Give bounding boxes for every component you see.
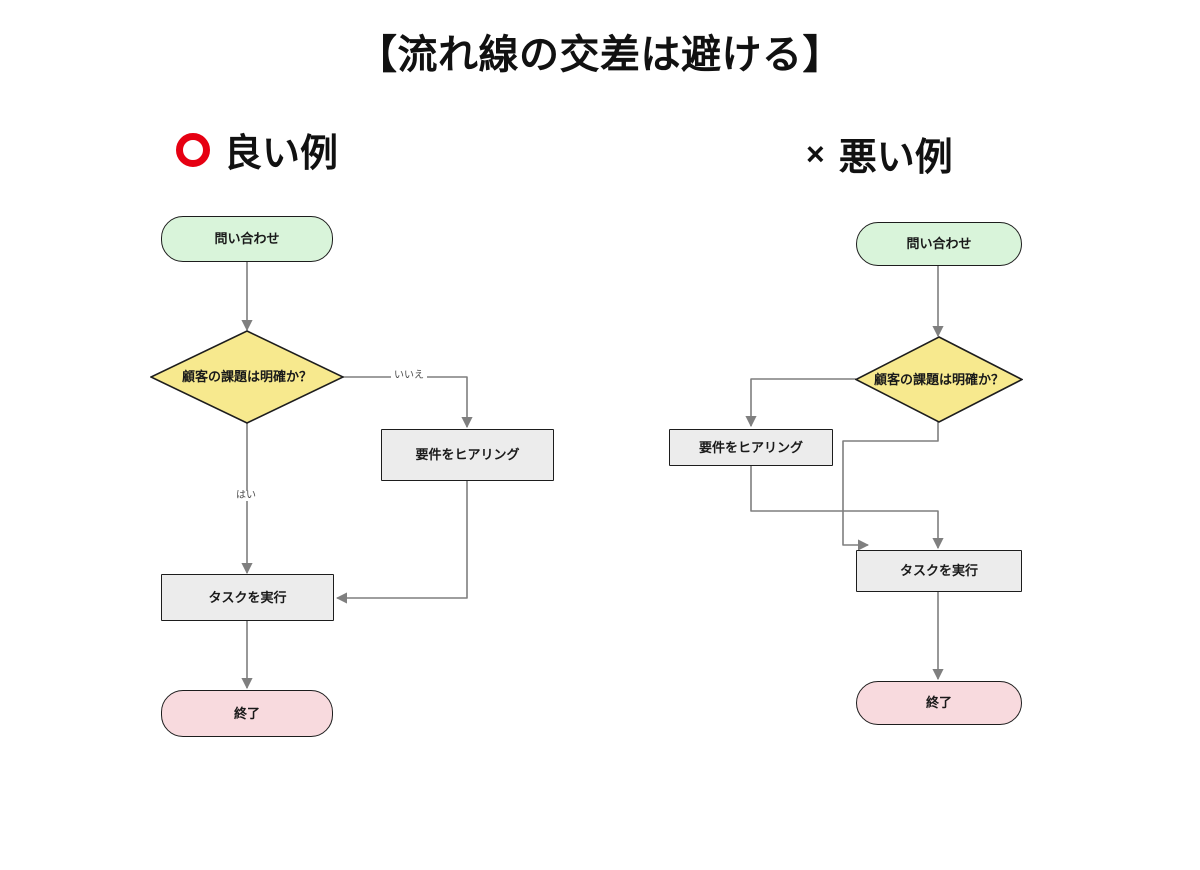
bad-example-heading: × 悪い例	[806, 126, 953, 181]
bad-node-end-label: 終了	[925, 695, 952, 711]
good-node-task[interactable]: タスクを実行	[161, 574, 334, 621]
good-edge-decision-no	[334, 376, 473, 429]
good-node-hearing[interactable]: 要件をヒアリング	[381, 429, 554, 481]
good-example-heading-label: 良い例	[224, 133, 339, 175]
bad-edge-decision-no	[745, 378, 856, 428]
good-node-decision[interactable]: 顧客の課題は明確か？	[150, 330, 344, 424]
bad-node-hearing-label: 要件をヒアリング	[698, 439, 803, 455]
bad-node-task-label: タスクを実行	[899, 563, 978, 579]
bad-node-task[interactable]: タスクを実行	[856, 550, 1022, 592]
diamond-shape-icon	[150, 330, 344, 424]
good-node-task-label: タスクを実行	[208, 589, 287, 605]
good-node-decision-label: 顧客の課題は明確か？	[181, 369, 312, 385]
good-node-end[interactable]: 終了	[161, 690, 333, 737]
bad-edge-hearing-to-task	[750, 466, 944, 550]
diamond-shape-icon	[855, 336, 1023, 423]
bad-edge-decision-yes	[842, 422, 939, 551]
page-title: 【流れ線の交差は避ける】	[357, 33, 843, 77]
bad-node-start-label: 問い合わせ	[906, 236, 972, 252]
cross-mark-icon: ×	[806, 135, 825, 172]
good-node-end-label: 終了	[233, 705, 260, 721]
bad-node-decision[interactable]: 顧客の課題は明確か？	[855, 336, 1023, 423]
circle-mark-icon	[176, 132, 210, 167]
bad-node-end[interactable]: 終了	[856, 681, 1022, 725]
bad-example-heading-label: 悪い例	[838, 137, 953, 179]
good-node-hearing-label: 要件をヒアリング	[415, 447, 520, 463]
good-node-start-label: 問い合わせ	[214, 231, 280, 247]
bad-node-hearing[interactable]: 要件をヒアリング	[669, 429, 833, 466]
good-edge-hearing-to-task	[335, 481, 468, 604]
good-edge-label-no: いいえ	[391, 371, 427, 381]
bad-node-start[interactable]: 問い合わせ	[856, 222, 1022, 266]
good-node-start[interactable]: 問い合わせ	[161, 216, 333, 262]
good-edge-label-yes: はい	[233, 491, 259, 501]
bad-node-decision-label: 顧客の課題は明確か？	[873, 371, 1004, 387]
good-example-heading: 良い例	[176, 122, 338, 177]
